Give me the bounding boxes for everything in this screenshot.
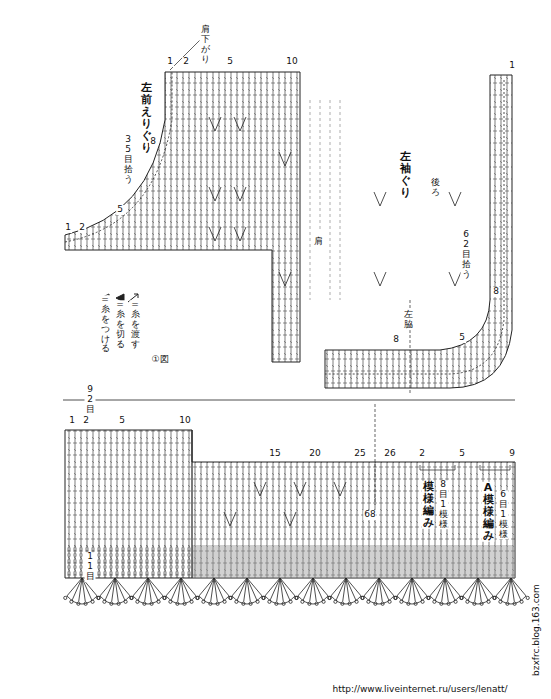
- row-number: 10: [285, 57, 298, 67]
- v-stitch: [234, 117, 246, 131]
- pickup-line: [65, 72, 172, 242]
- legend-text: =糸を渡す: [130, 300, 141, 349]
- chart-label: 後ろ: [430, 178, 441, 198]
- shaded-band: [192, 545, 515, 578]
- v-stitch: [284, 512, 296, 526]
- shell-fan: [460, 578, 497, 605]
- repeat-bracket: [420, 465, 510, 470]
- v-stitch: [279, 152, 291, 166]
- row-number: 2: [82, 416, 90, 426]
- shell-fan: [229, 578, 266, 605]
- row-number: 5: [458, 333, 466, 343]
- shell-fan: [394, 578, 431, 605]
- row-number: 2: [78, 223, 86, 233]
- row-number: 15: [268, 449, 281, 459]
- row-number: 2: [418, 449, 426, 459]
- v-stitch: [449, 192, 461, 206]
- shoulder-guide: [310, 100, 340, 300]
- row-number: 2: [182, 57, 190, 67]
- shell-fan: [295, 578, 332, 605]
- row-number: 68: [363, 510, 376, 520]
- legend-text: =糸を切る: [115, 300, 126, 349]
- row-number: 8: [392, 335, 400, 345]
- row-number: 1: [508, 61, 516, 71]
- row-number: 1: [68, 416, 76, 426]
- armhole-piece: [325, 75, 512, 388]
- row-number: 5: [458, 449, 466, 459]
- v-stitch: [209, 227, 221, 241]
- v-stitch: [294, 482, 306, 496]
- v-stitch: [374, 192, 386, 206]
- body-piece: [65, 430, 515, 578]
- chart-label: 35目拾う: [123, 135, 134, 184]
- row-number: 25: [353, 449, 366, 459]
- chart-label: 8目1模様: [438, 480, 449, 529]
- row-number: 8: [149, 137, 157, 147]
- row-number: 20: [308, 449, 321, 459]
- row-number: 1: [166, 57, 174, 67]
- shell-fan: [163, 578, 200, 605]
- v-stitch: [254, 482, 266, 496]
- watermark: bzxfrc.blog.163.com: [532, 583, 542, 677]
- section-title: 左袖ぐり: [399, 151, 412, 199]
- row-number: 5: [118, 416, 126, 426]
- v-stitch: [334, 482, 346, 496]
- chart-label: 肩: [313, 237, 324, 247]
- dimension-line: [375, 404, 376, 505]
- shell-fan: [361, 578, 398, 605]
- v-stitch: [209, 117, 221, 131]
- v-stitch: [279, 272, 291, 286]
- v-stitch: [449, 272, 461, 286]
- chart-label: 62目拾う: [461, 230, 472, 279]
- chart-label: 6目1模様: [498, 490, 509, 539]
- v-stitch: [234, 187, 246, 201]
- shell-fan: [196, 578, 233, 605]
- legend-text: =糸をつける: [100, 295, 111, 354]
- v-stitch: [209, 187, 221, 201]
- row-number: 5: [116, 205, 124, 215]
- v-stitch: [234, 227, 246, 241]
- chart-label: ①図: [150, 355, 169, 365]
- shell-fan: [262, 578, 299, 605]
- row-number: 26: [383, 449, 396, 459]
- watermark: http://www.liveinternet.ru/users/lenatt/: [331, 685, 508, 695]
- row-number: 5: [226, 57, 234, 67]
- shell-fan: [64, 578, 101, 605]
- shell-fan: [328, 578, 365, 605]
- shell-fan: [130, 578, 167, 605]
- chart-label: 92目: [85, 385, 96, 415]
- chart-label: 肩下がり: [200, 25, 211, 65]
- v-stitch: [374, 272, 386, 286]
- v-stitch: [224, 512, 236, 526]
- shell-fan: [493, 578, 530, 605]
- chart-label: 11目: [85, 552, 96, 582]
- shell-fan: [427, 578, 464, 605]
- dimension-line: [63, 400, 515, 401]
- row-number: 9: [508, 449, 516, 459]
- neckline-piece: [65, 72, 300, 362]
- row-number: 10: [178, 416, 191, 426]
- shell-fan: [97, 578, 134, 605]
- row-number: 8: [492, 287, 500, 297]
- leader-line: [170, 40, 200, 70]
- pickup-line: [325, 80, 504, 374]
- chart-label: 左脇: [403, 310, 414, 330]
- section-title: A模様編み: [482, 482, 495, 542]
- section-title: 模様編み: [422, 481, 435, 529]
- divider-line: [191, 430, 192, 578]
- row-number: 1: [64, 223, 72, 233]
